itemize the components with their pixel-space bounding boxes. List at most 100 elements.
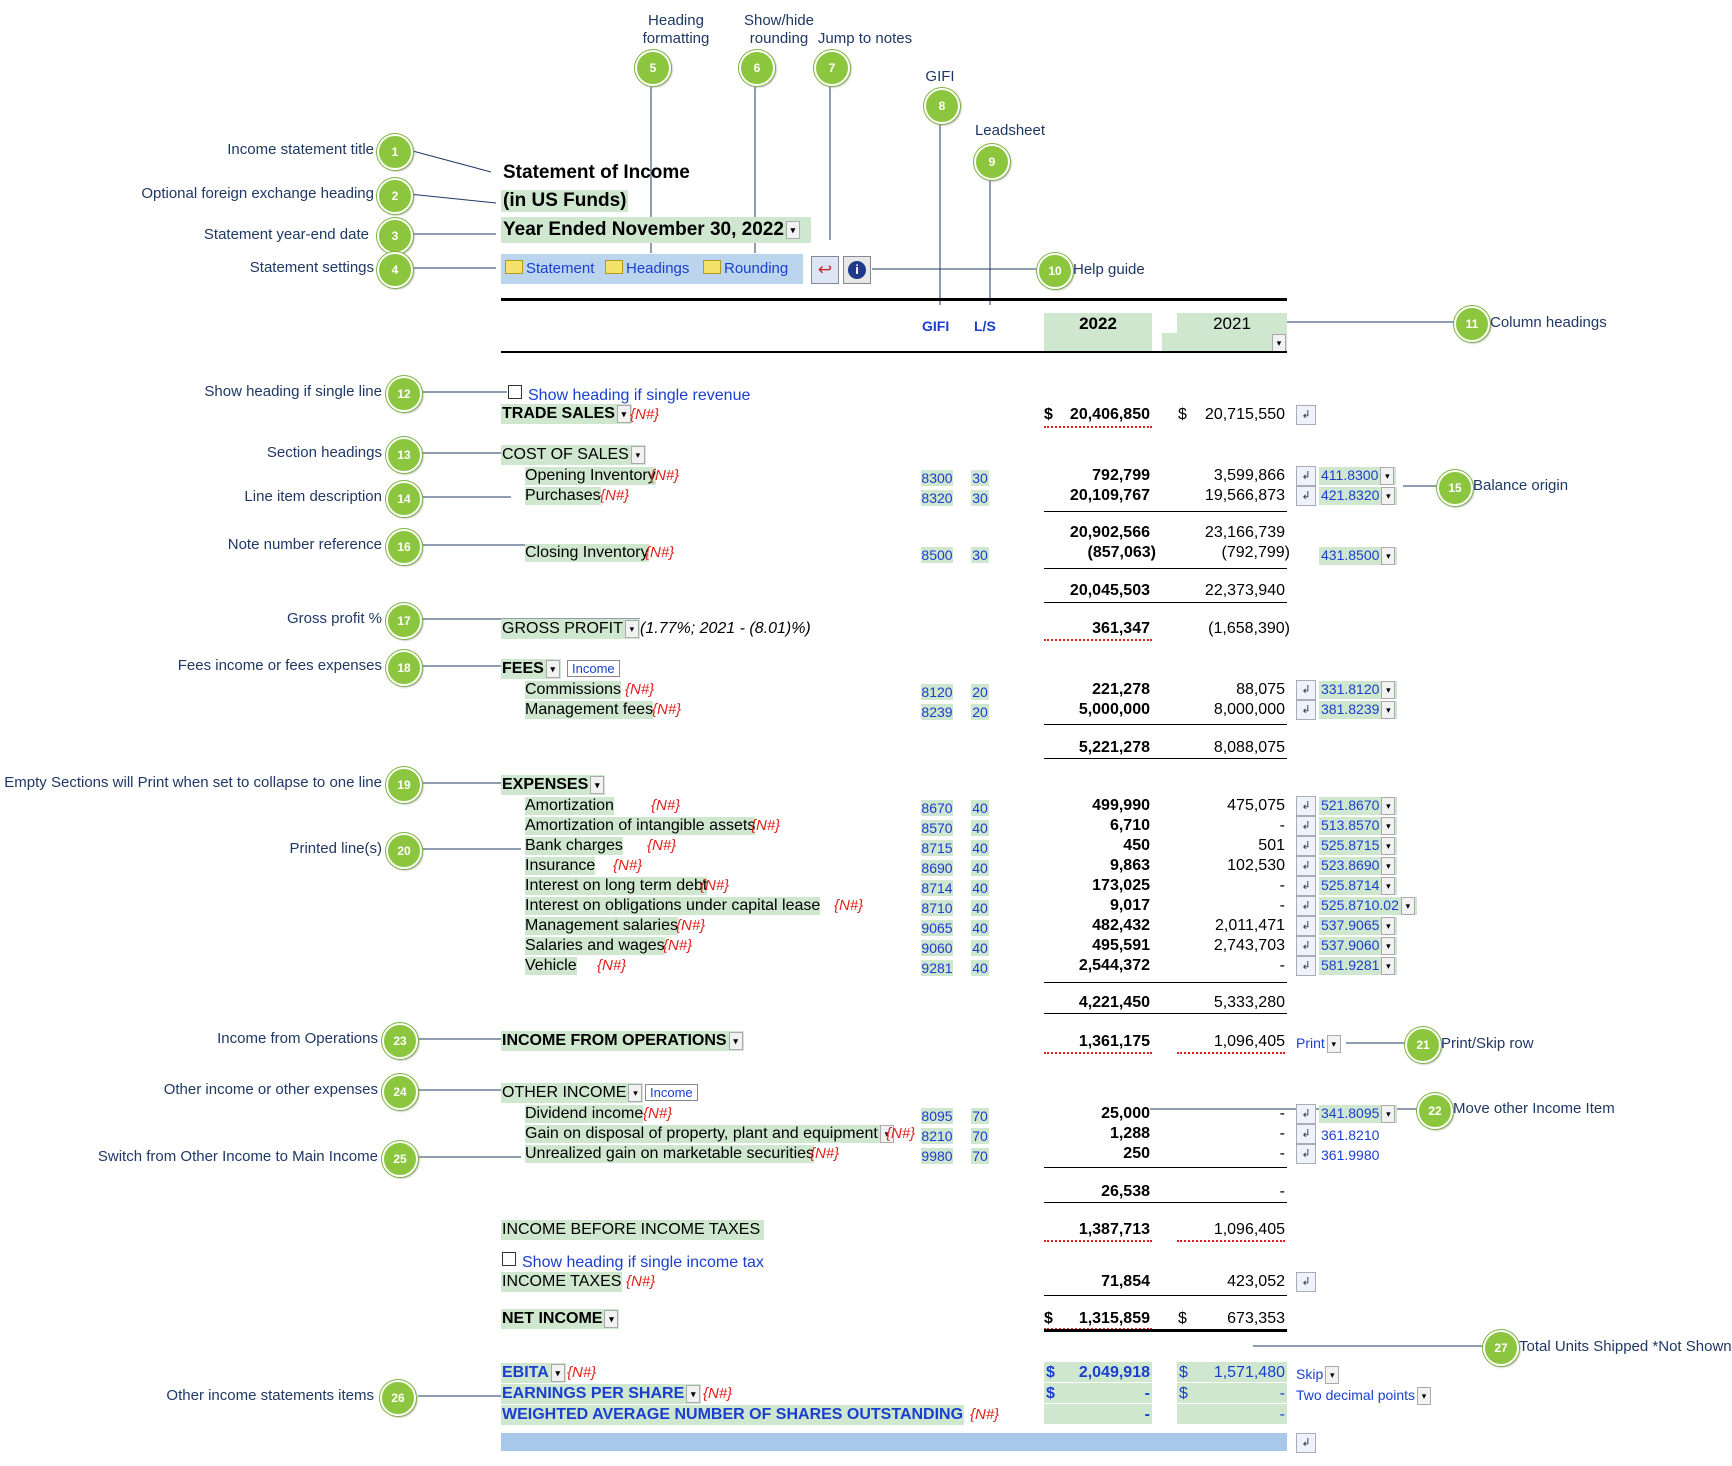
balance-origin[interactable]: 525.8710.02▾: [1319, 897, 1417, 916]
expense-item-label[interactable]: Insurance: [525, 857, 596, 875]
balance-link-icon[interactable]: ↲: [1296, 466, 1316, 486]
note-ref[interactable]: {N#}: [643, 1105, 673, 1122]
note-ref[interactable]: {N#}: [567, 1364, 597, 1381]
row-opening-inventory[interactable]: Opening Inventory: [525, 467, 656, 485]
ls-code[interactable]: 20: [971, 704, 989, 720]
balance-link-icon[interactable]: ↲: [1296, 916, 1316, 936]
balance-link-icon[interactable]: ↲: [1296, 486, 1316, 506]
move-item-icon[interactable]: ↲: [1296, 1144, 1316, 1164]
ls-code[interactable]: 20: [971, 684, 989, 700]
ls-code[interactable]: 30: [971, 547, 989, 563]
row-management-fees[interactable]: Management fees: [525, 701, 654, 719]
ls-code[interactable]: 70: [971, 1128, 989, 1144]
balance-link-icon[interactable]: ↲: [1296, 1272, 1316, 1292]
note-ref[interactable]: {N#}: [600, 487, 630, 504]
settings-headings[interactable]: Headings: [605, 260, 689, 277]
balance-origin[interactable]: 521.8670▾: [1319, 797, 1398, 816]
balance-origin[interactable]: 341.8095▾: [1319, 1105, 1398, 1124]
balance-origin[interactable]: 331.8120▾: [1319, 681, 1398, 700]
single-tax-toggle[interactable]: Show heading if single income tax: [502, 1252, 764, 1272]
balance-origin[interactable]: 537.9060▾: [1319, 937, 1398, 956]
row-closing-inventory[interactable]: Closing Inventory: [525, 544, 649, 562]
note-ref[interactable]: {N#}: [597, 957, 627, 974]
gifi-code[interactable]: 8120: [921, 684, 953, 700]
ls-code[interactable]: 40: [971, 860, 989, 876]
balance-link-icon[interactable]: ↲: [1296, 876, 1316, 896]
checkbox-icon[interactable]: [508, 385, 522, 399]
ls-code[interactable]: 40: [971, 840, 989, 856]
note-ref[interactable]: {N#}: [650, 467, 680, 484]
row-trade-sales-label[interactable]: TRADE SALES▾: [501, 404, 632, 425]
balance-origin[interactable]: 537.9065▾: [1319, 917, 1398, 936]
row-purchases[interactable]: Purchases: [525, 487, 601, 505]
note-ref[interactable]: {N#}: [810, 1145, 840, 1162]
row-income-before-taxes[interactable]: INCOME BEFORE INCOME TAXES: [501, 1220, 765, 1240]
expense-item-label[interactable]: Amortization of intangible assets: [525, 817, 756, 835]
section-expenses[interactable]: EXPENSES▾: [501, 775, 606, 796]
section-fees[interactable]: FEES▾: [501, 659, 561, 680]
section-cost-of-sales[interactable]: COST OF SALES▾: [501, 445, 646, 466]
ls-code[interactable]: 40: [971, 920, 989, 936]
section-other-income[interactable]: OTHER INCOME▾: [501, 1083, 644, 1104]
jump-to-notes-icon[interactable]: ↩: [811, 256, 839, 284]
note-ref[interactable]: {N#}: [886, 1125, 916, 1142]
gifi-code[interactable]: 8239: [921, 704, 953, 720]
ls-code[interactable]: 70: [971, 1108, 989, 1124]
ls-code[interactable]: 70: [971, 1148, 989, 1164]
gifi-code[interactable]: 8710: [921, 900, 953, 916]
gifi-code[interactable]: 9980: [921, 1148, 953, 1164]
balance-link-icon[interactable]: ↲: [1296, 836, 1316, 856]
col-2022[interactable]: 2022: [1044, 313, 1152, 351]
note-ref[interactable]: {N#}: [647, 837, 677, 854]
note-ref[interactable]: {N#}: [970, 1406, 1000, 1423]
balance-link-icon[interactable]: ↲: [1296, 896, 1316, 916]
balance-origin[interactable]: 361.8210: [1321, 1127, 1380, 1143]
balance-origin[interactable]: 581.9281▾: [1319, 957, 1398, 976]
balance-link-icon[interactable]: ↲: [1296, 700, 1316, 720]
balance-origin[interactable]: 411.8300▾: [1319, 467, 1397, 486]
statement-title[interactable]: Statement of Income: [503, 162, 690, 183]
income-switch-button[interactable]: Income: [645, 1084, 698, 1101]
gifi-code[interactable]: 8210: [921, 1128, 953, 1144]
expense-item-label[interactable]: Management salaries: [525, 917, 678, 935]
gifi-code[interactable]: 9060: [921, 940, 953, 956]
year-end-date[interactable]: Year Ended November 30, 2022▾: [501, 217, 811, 243]
balance-origin[interactable]: 523.8690▾: [1319, 857, 1398, 876]
col-2021[interactable]: 2021: [1177, 313, 1287, 333]
row-commissions[interactable]: Commissions: [525, 681, 622, 699]
gifi-code[interactable]: 8714: [921, 880, 953, 896]
note-ref[interactable]: {N#}: [645, 544, 675, 561]
expense-item-label[interactable]: Vehicle: [525, 957, 577, 975]
gifi-code[interactable]: 8095: [921, 1108, 953, 1124]
print-skip-selector[interactable]: Print▾: [1296, 1035, 1341, 1054]
note-ref[interactable]: {N#}: [703, 1385, 733, 1402]
ls-code[interactable]: 30: [971, 490, 989, 506]
gifi-code[interactable]: 8300: [921, 470, 953, 486]
balance-origin[interactable]: 525.8714▾: [1319, 877, 1398, 896]
gifi-code[interactable]: 8715: [921, 840, 953, 856]
balance-link-icon[interactable]: ↲: [1296, 956, 1316, 976]
move-item-icon[interactable]: ↲: [1296, 1124, 1316, 1144]
gifi-code[interactable]: 8690: [921, 860, 953, 876]
row-dividend-income[interactable]: Dividend income: [525, 1105, 644, 1123]
balance-link-icon[interactable]: ↲: [1296, 680, 1316, 700]
row-gain-on-disposal[interactable]: Gain on disposal of property, plant and …: [525, 1125, 894, 1144]
expense-item-label[interactable]: Interest on obligations under capital le…: [525, 897, 821, 915]
balance-origin[interactable]: 381.8239▾: [1319, 701, 1398, 720]
row-weighted-avg-shares[interactable]: WEIGHTED AVERAGE NUMBER OF SHARES OUTSTA…: [501, 1405, 965, 1425]
row-income-taxes[interactable]: INCOME TAXES: [501, 1272, 623, 1292]
note-ref[interactable]: {N#}: [651, 797, 681, 814]
note-ref[interactable]: {N#}: [676, 917, 706, 934]
skip-selector[interactable]: Skip▾: [1296, 1366, 1340, 1385]
chevron-down-icon[interactable]: ▾: [785, 220, 800, 239]
note-ref[interactable]: {N#}: [626, 1273, 656, 1290]
single-revenue-toggle[interactable]: Show heading if single revenue: [508, 385, 750, 405]
note-ref[interactable]: {N#}: [834, 897, 864, 914]
row-net-income[interactable]: NET INCOME▾: [501, 1309, 620, 1330]
income-switch-button[interactable]: Income: [567, 660, 620, 677]
row-unrealized-gain[interactable]: Unrealized gain on marketable securities: [525, 1145, 815, 1163]
note-ref[interactable]: {N#}: [625, 681, 655, 698]
ls-code[interactable]: 40: [971, 960, 989, 976]
note-ref[interactable]: {N#}: [630, 406, 660, 423]
expense-item-label[interactable]: Salaries and wages: [525, 937, 665, 955]
